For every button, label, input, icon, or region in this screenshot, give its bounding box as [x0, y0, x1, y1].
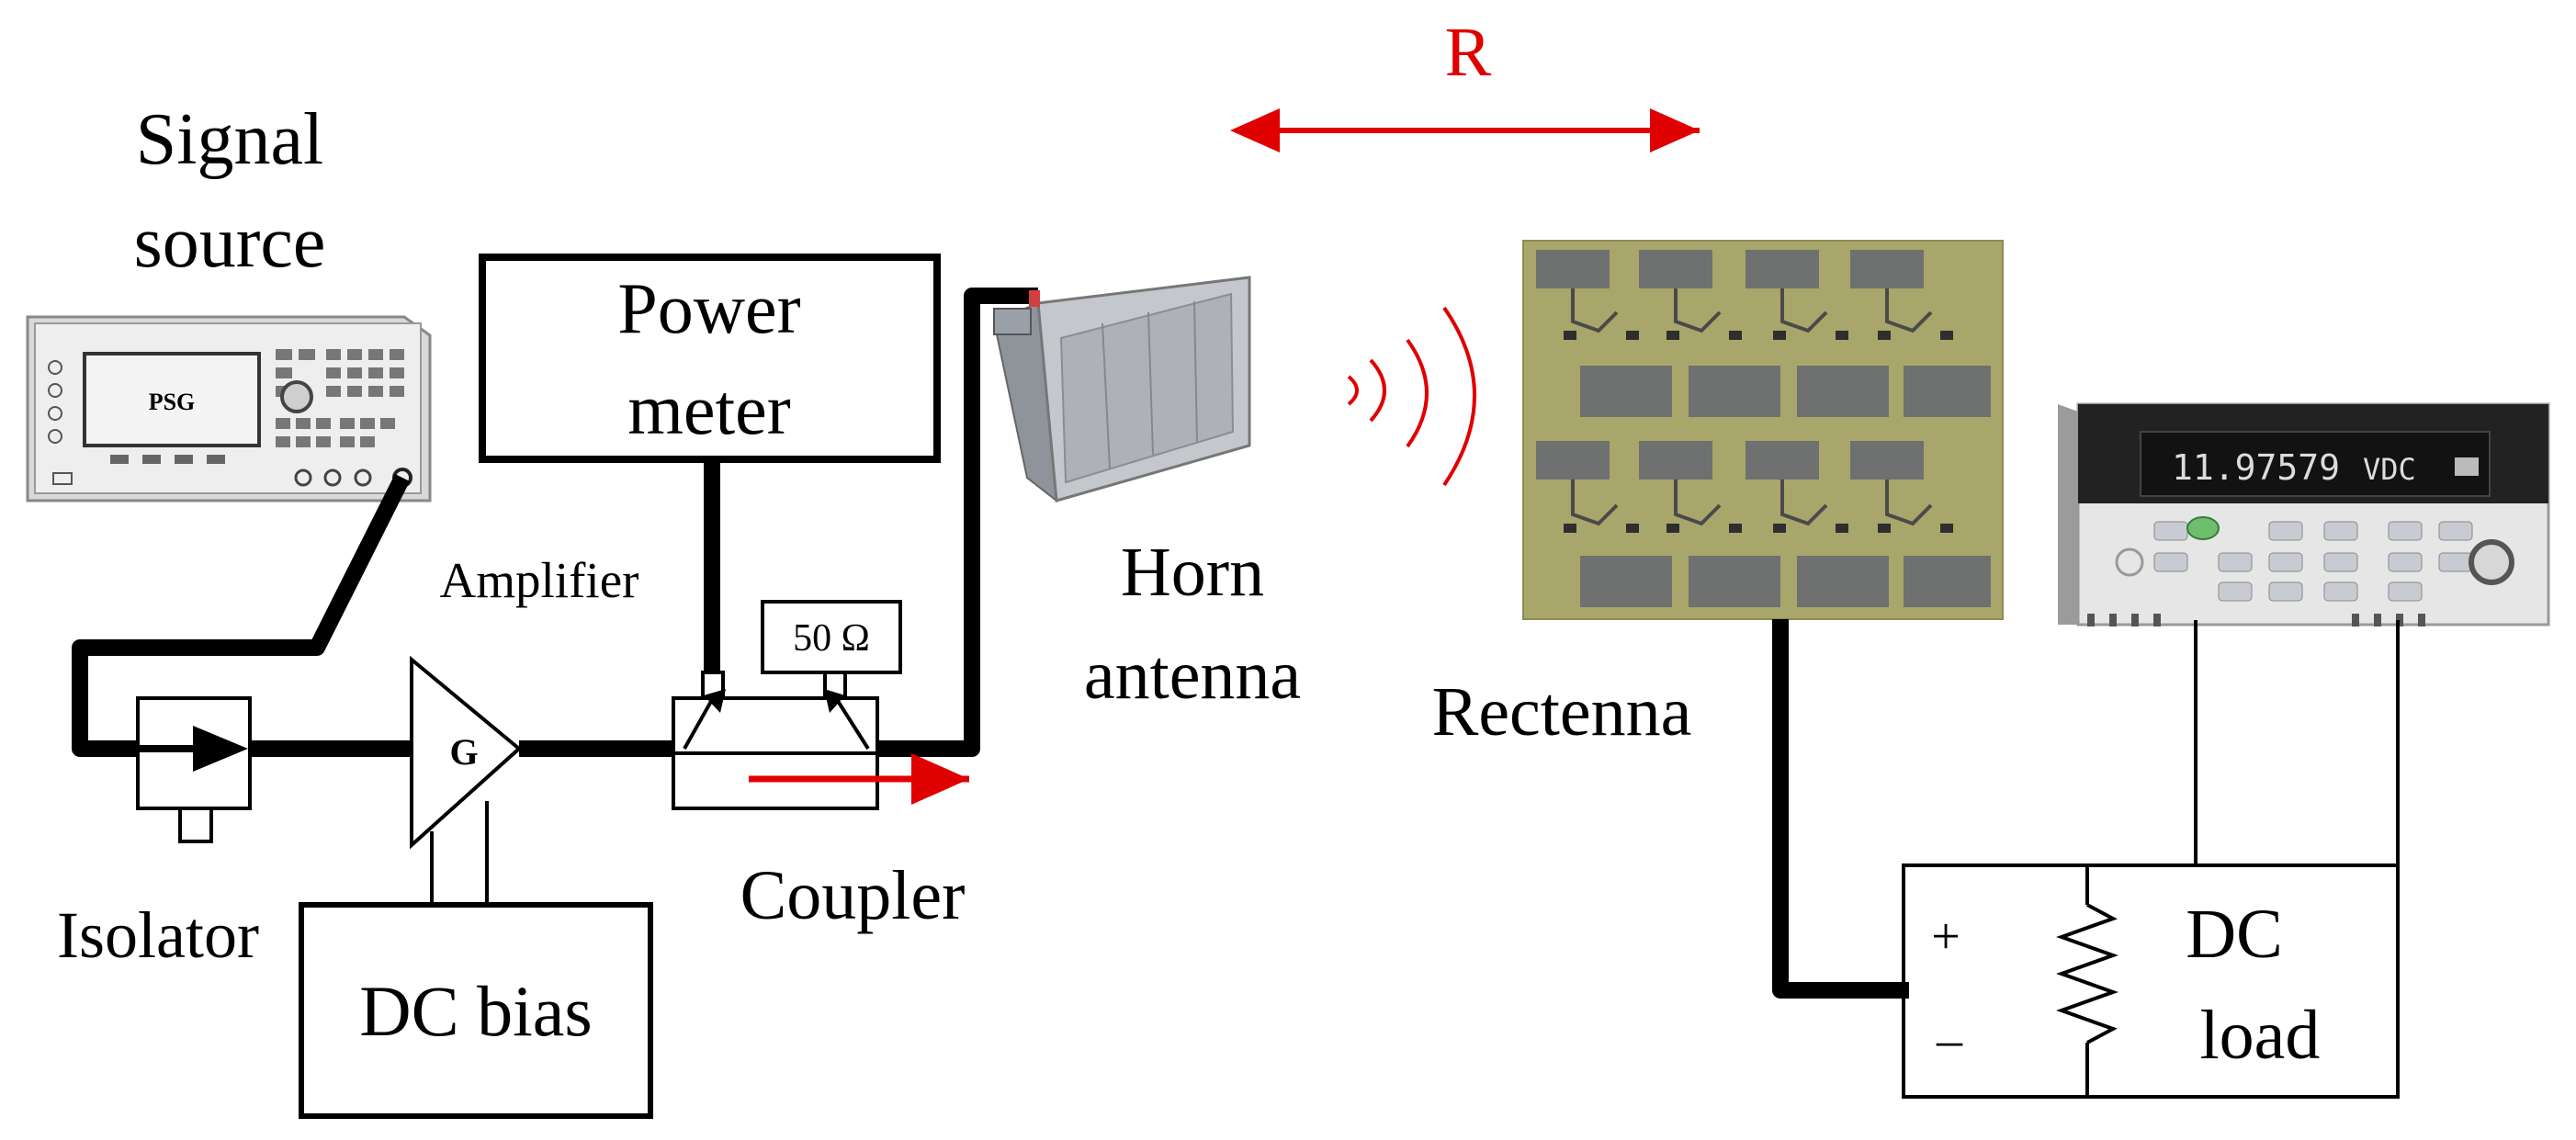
distance-r-label: R [1445, 14, 1492, 91]
signal-source-label-line1: Signal [136, 99, 323, 180]
dc-output-cable [1772, 619, 1909, 999]
rf-cable [72, 288, 1038, 757]
horn-antenna-label-line1: Horn [1121, 534, 1264, 611]
amplifier-gain-symbol: G [449, 731, 478, 773]
dc-load-label-line1: DC [2186, 896, 2283, 973]
rectenna-label: Rectenna [1432, 673, 1692, 751]
signal-source-instrument: PSG [26, 315, 432, 502]
multimeter-reading: 11.97579 [2172, 447, 2340, 488]
horn-antenna-label-line2: antenna [1084, 637, 1301, 714]
horn-antenna [992, 276, 1251, 503]
isolator [136, 696, 252, 843]
dc-load-label-line2: load [2200, 997, 2321, 1074]
radiated-waves [1347, 306, 1476, 487]
coupler [672, 671, 969, 810]
load-50-ohm-label: 50 Ω [793, 617, 870, 660]
power-meter-label-line2: meter [627, 369, 791, 449]
digital-multimeter: 11.97579 VDC [2058, 402, 2550, 626]
rectenna-board [1522, 240, 2004, 620]
plus-terminal-label: + [1931, 909, 1960, 965]
dc-bias-label: DC bias [359, 971, 593, 1051]
dc-bias-box [299, 902, 653, 1119]
power-meter-label-line1: Power [617, 268, 800, 348]
multimeter-unit: VDC [2363, 452, 2416, 487]
signal-source-label-line2: source [134, 202, 326, 283]
isolator-label: Isolator [57, 898, 259, 972]
power-meter-box [479, 254, 941, 463]
coupler-label: Coupler [740, 857, 966, 934]
dc-load-circuit [1772, 619, 2400, 1099]
amplifier-label: Amplifier [440, 552, 639, 608]
amplifier: G [410, 655, 523, 905]
psg-screen [83, 352, 261, 447]
load-resistor-symbol [2056, 903, 2118, 1044]
minus-terminal-label: – [1936, 1011, 1963, 1068]
load-50-ohm-box [761, 600, 902, 674]
svg-text:PSG: PSG [149, 389, 196, 415]
